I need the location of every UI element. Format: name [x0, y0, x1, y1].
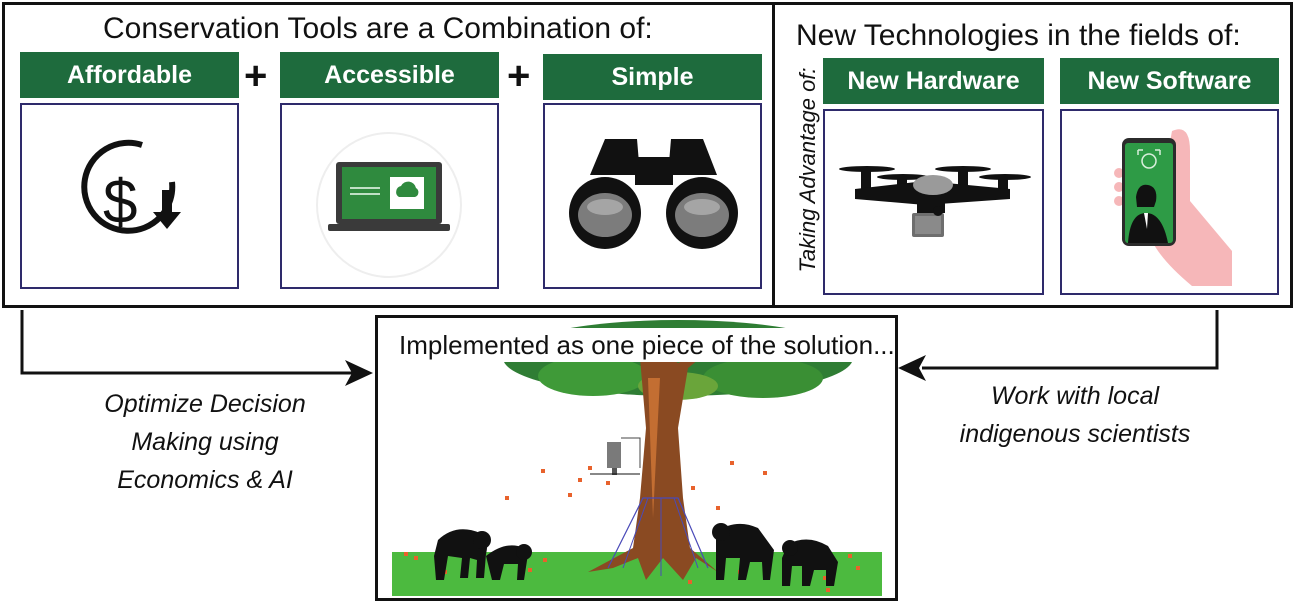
implementation-panel: Implemented as one piece of the solution… [375, 315, 898, 601]
chimpanzees [434, 523, 838, 586]
left-note: Optimize Decision Making using Economics… [70, 385, 340, 499]
right-note-line-1: Work with local [990, 382, 1160, 410]
left-note-line-2: Making using [131, 428, 279, 456]
label-accessible: Accessible [280, 52, 499, 98]
dollar-cycle-icon: $ [81, 139, 181, 237]
plus-sign-2: + [507, 54, 531, 98]
left-arrowhead [345, 360, 373, 386]
right-connector-line [922, 310, 1219, 370]
conservation-tools-title: Conservation Tools are a Combination of: [103, 12, 653, 45]
label-new-software: New Software [1060, 58, 1279, 104]
binoculars-icon [569, 139, 738, 249]
affordable-card: $ [20, 103, 239, 289]
software-card [1060, 109, 1279, 295]
right-note: Work with local indigenous scientists [935, 377, 1215, 453]
label-simple: Simple [543, 54, 762, 100]
right-note-line-2: indigenous scientists [959, 420, 1191, 448]
laptop-cloud-icon [316, 132, 462, 278]
phone-face-id-icon [1114, 129, 1232, 286]
taking-advantage-label: Taking Advantage of: [795, 67, 820, 273]
left-note-line-1: Optimize Decision [104, 390, 306, 418]
label-new-hardware: New Hardware [823, 58, 1044, 104]
plus-sign-1: + [244, 54, 268, 98]
drone-icon [839, 166, 1031, 237]
right-arrowhead [898, 355, 926, 381]
accessible-card [280, 103, 499, 289]
camera-trap [607, 442, 621, 468]
svg-text:$: $ [103, 168, 137, 237]
label-affordable: Affordable [20, 52, 239, 98]
hardware-card [823, 109, 1044, 295]
simple-card [543, 103, 762, 289]
left-connector-line [20, 310, 352, 375]
implementation-title: Implemented as one piece of the solution… [397, 328, 895, 362]
left-note-line-3: Economics & AI [117, 466, 293, 494]
new-technologies-title: New Technologies in the fields of: [796, 19, 1241, 52]
